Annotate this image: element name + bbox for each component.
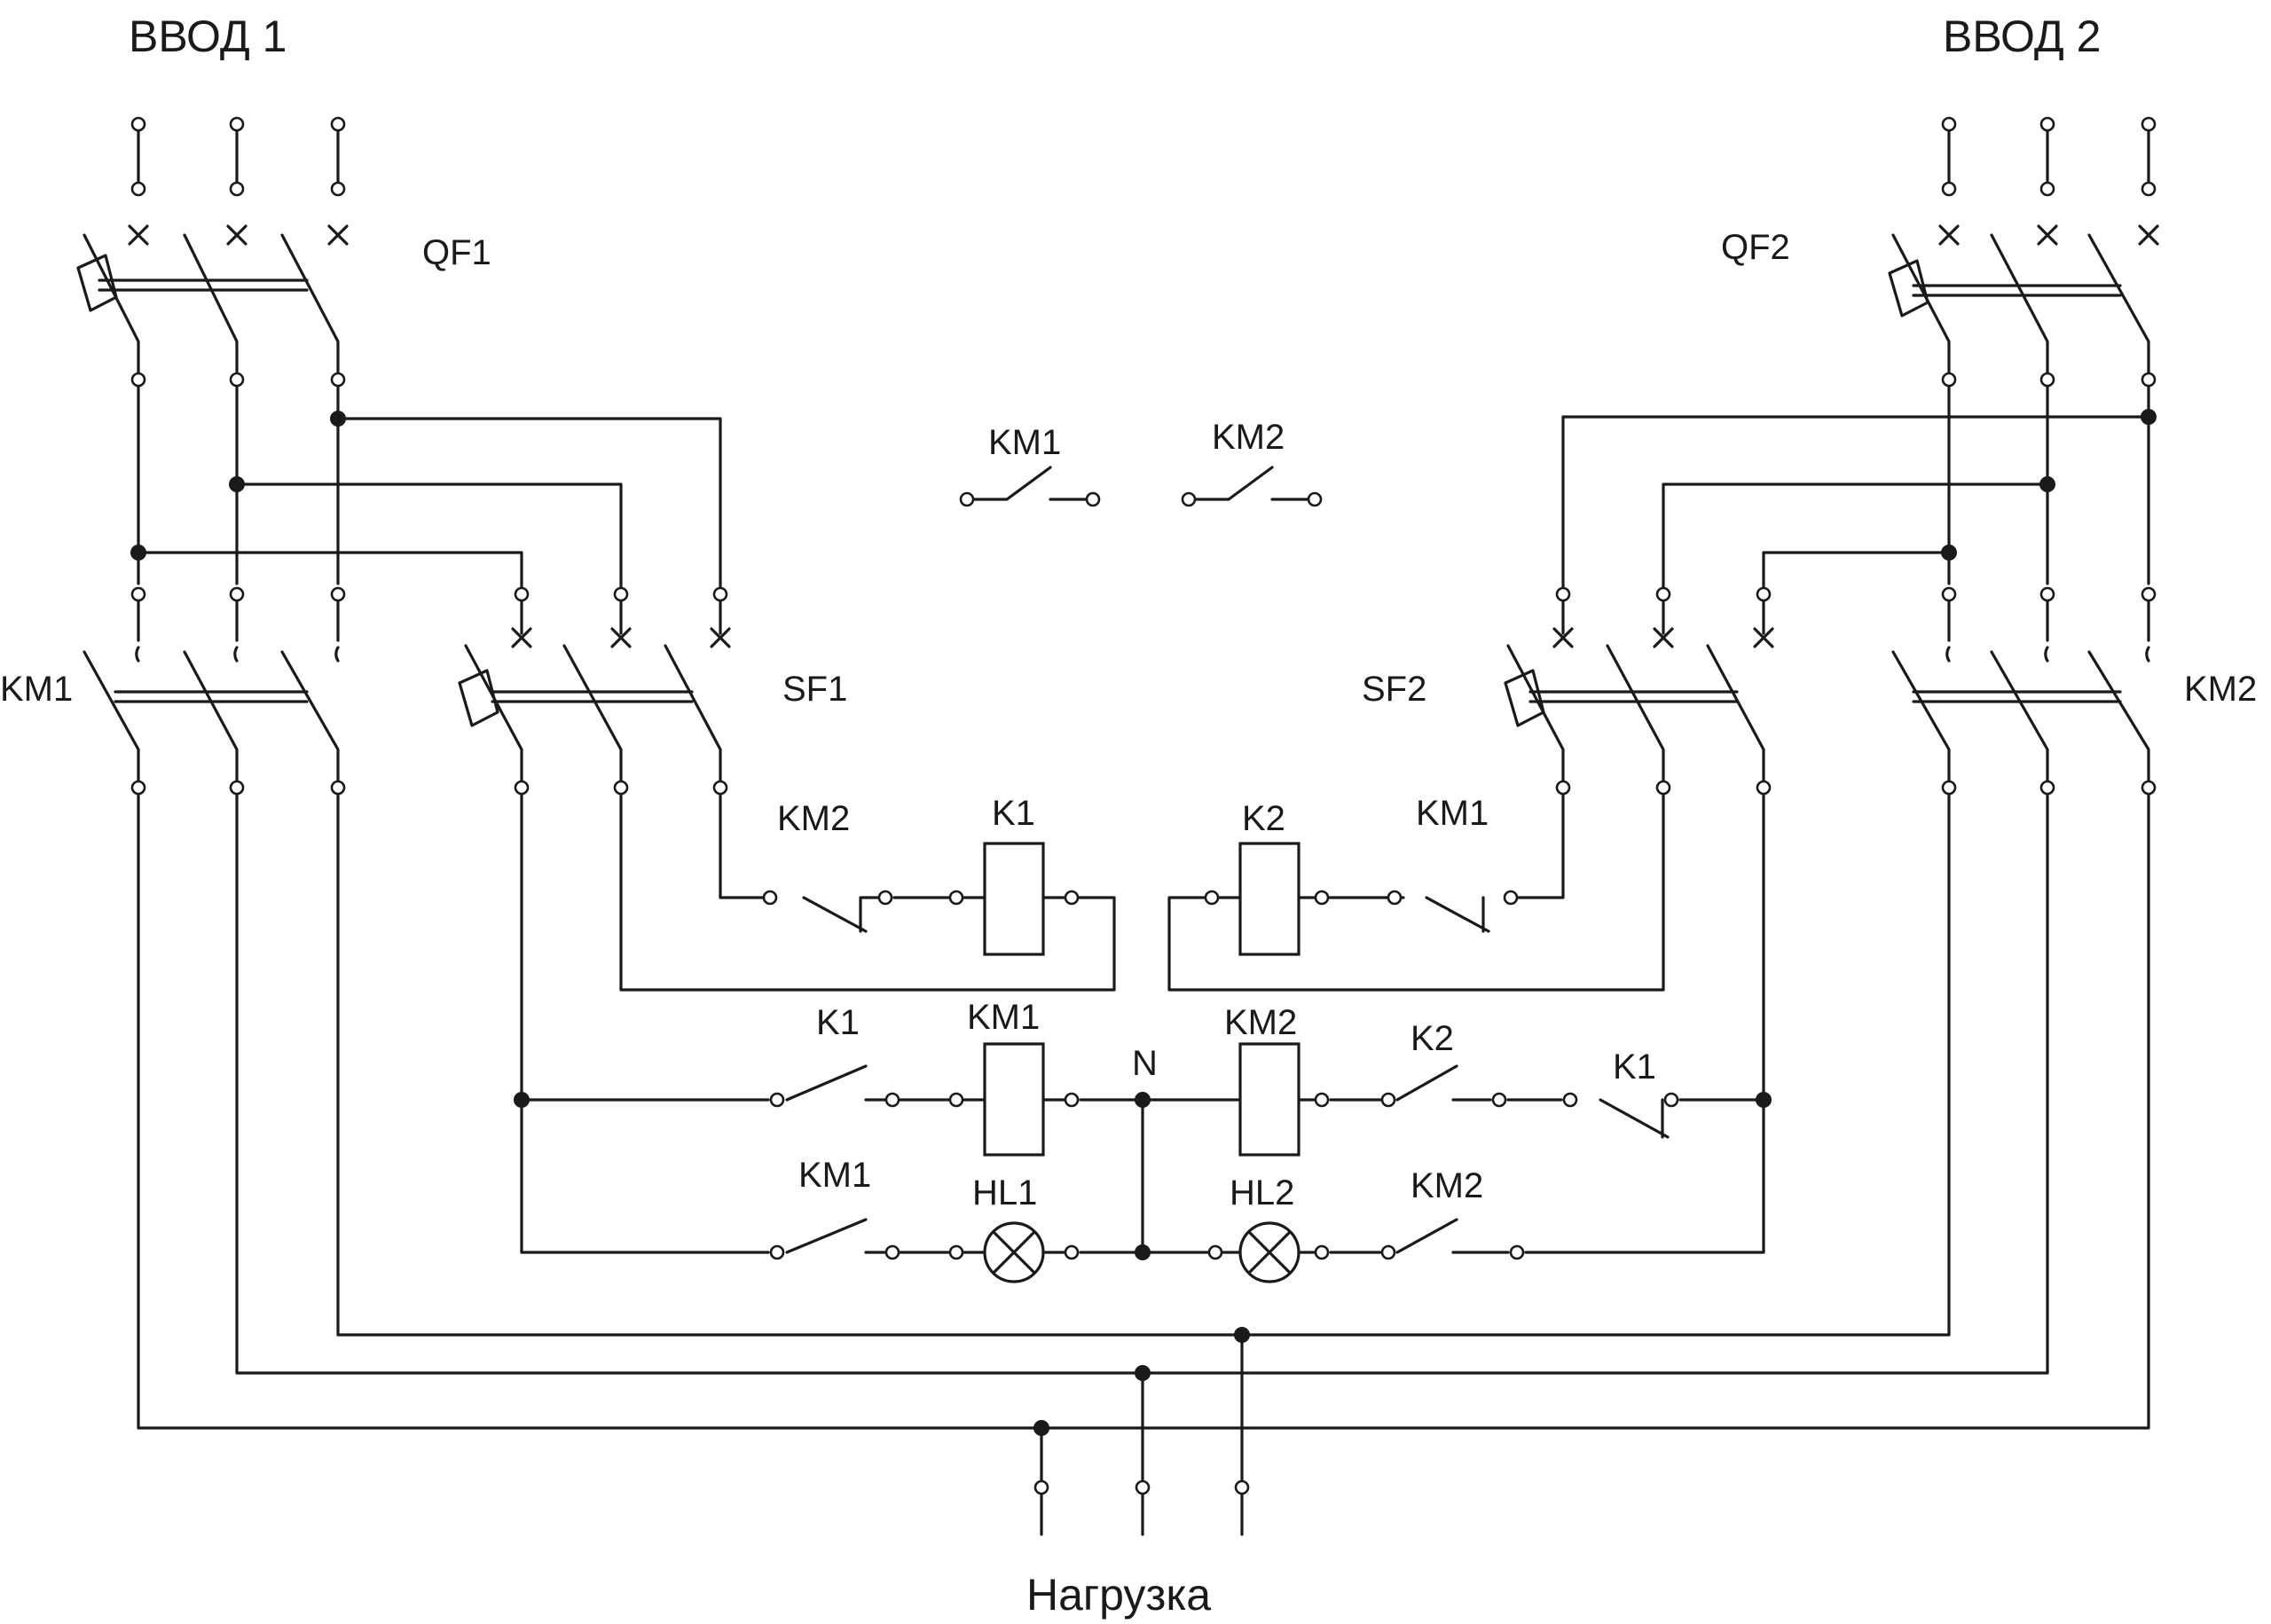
hl1-lamp	[983, 1221, 1045, 1283]
relay-k1-circuit	[619, 790, 1116, 992]
input-2-title: ВВОД 2	[1943, 12, 2101, 61]
contactor-control-circuit	[520, 790, 1765, 1254]
input-1-power-circuit	[76, 122, 2150, 1430]
k2-circuit-km1-label: KM1	[1416, 794, 1489, 833]
junctions	[130, 409, 2157, 1436]
terminals	[130, 116, 2157, 1495]
input-2-power-circuit	[1561, 122, 2159, 785]
km1-coil-label: KM1	[967, 998, 1040, 1037]
input-1-title: ВВОД 1	[129, 12, 287, 61]
hl1-label: HL1	[972, 1173, 1037, 1212]
load-title: Нагрузка	[1026, 1570, 1211, 1620]
hl2-lamp	[1238, 1221, 1301, 1283]
qf2-label: QF2	[1721, 228, 1790, 267]
sf2-label: SF2	[1362, 670, 1426, 709]
hl2-label: HL2	[1230, 1173, 1294, 1212]
hl2-circuit-km2-label: KM2	[1411, 1166, 1483, 1205]
qf1-label: QF1	[422, 233, 491, 272]
sf1-breaker	[458, 598, 731, 785]
legend-km2-label: KM2	[1212, 418, 1285, 457]
sf2-breaker	[1504, 598, 1774, 785]
k1-coil-label: K1	[992, 794, 1035, 833]
k2-coil-label: K2	[1242, 799, 1285, 838]
legend-km2-contact	[1187, 466, 1316, 501]
legend-km1-label: KM1	[988, 423, 1061, 462]
sf1-label: SF1	[782, 670, 847, 709]
hl1-circuit-km1-label: KM1	[798, 1156, 871, 1195]
km1-circuit-k1-label: K1	[816, 1003, 860, 1042]
relay-k2-circuit	[1167, 790, 1665, 992]
load-output	[1040, 1333, 1244, 1536]
km2-power-label: KM2	[2184, 670, 2257, 709]
k1-circuit-km2-label: KM2	[777, 799, 850, 838]
km1-power-label: KM1	[0, 670, 73, 709]
km2-circuit-k2-label: K2	[1411, 1019, 1454, 1058]
neutral-label: N	[1132, 1044, 1158, 1083]
km2-coil-label: KM2	[1224, 1003, 1297, 1042]
legend-km1-contact	[965, 466, 1095, 501]
km2-circuit-k1-label: K1	[1613, 1047, 1656, 1087]
